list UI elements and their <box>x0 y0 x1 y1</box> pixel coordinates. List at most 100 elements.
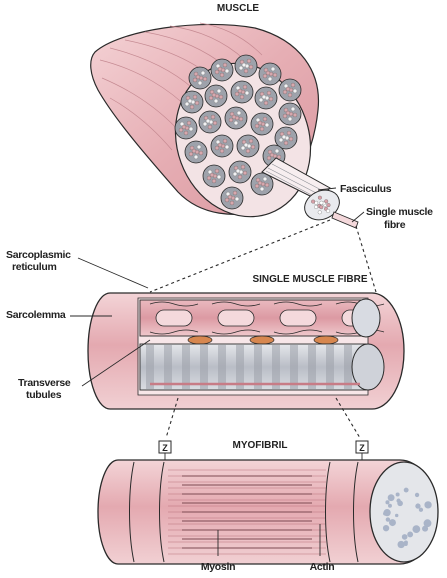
muscle-fibre-dot <box>229 200 235 206</box>
filament-dot <box>407 531 414 538</box>
fibre-dot <box>319 200 324 205</box>
filament-dot <box>397 540 405 549</box>
filament-cross-sections <box>382 487 432 549</box>
muscle-fibre-dot <box>207 124 213 130</box>
muscle-fibre-dot <box>264 122 270 128</box>
filament-dot <box>385 500 390 505</box>
muscle-fibre-dot <box>200 70 206 76</box>
muscle-fibre-dot <box>202 76 208 82</box>
muscle-fibre-dot <box>215 139 221 145</box>
z-marker-right: Z <box>355 440 369 460</box>
muscle-fibre-dot <box>246 58 252 64</box>
muscle-fibre-dot <box>241 62 247 68</box>
muscle-fibre-dot <box>259 91 265 97</box>
muscle-fibre-dot <box>254 183 260 189</box>
a-band <box>308 345 316 389</box>
muscle-fibre-dot <box>250 144 256 150</box>
sr-channel <box>211 301 261 335</box>
muscle-fibre-dot <box>225 191 231 197</box>
fibre-dot <box>317 210 322 215</box>
muscle-fibre-dot <box>231 114 237 120</box>
muscle-fibre-dot <box>205 118 211 124</box>
sr-cisterna <box>217 309 255 327</box>
muscle-fibre-dot <box>245 148 251 154</box>
muscle-fibre-dot <box>219 148 225 154</box>
muscle-fibre-dot <box>234 196 240 202</box>
a-band <box>218 345 226 389</box>
muscle-fibre-dot <box>261 94 267 100</box>
fasciculus-end <box>304 189 340 221</box>
a-band <box>200 345 208 389</box>
muscle-fibre-dot <box>288 136 294 142</box>
projection-lines-bottom <box>165 397 361 439</box>
a-band <box>182 345 190 389</box>
muscle-fibre-dot <box>248 64 254 70</box>
muscle-fibre-dot <box>292 112 298 118</box>
filament-dot <box>423 519 432 528</box>
muscle-fibre-dot <box>211 92 217 98</box>
muscle-fibre-dot <box>263 67 269 73</box>
filament-dot <box>418 507 424 512</box>
muscle-fibre-dot <box>209 89 215 95</box>
muscle-fibre-dot <box>285 86 291 92</box>
muscle-fibre-dot <box>222 138 228 144</box>
filament-dot <box>383 509 391 517</box>
muscle-fibre-dot <box>203 115 209 121</box>
muscle-fibre-dot <box>229 111 235 117</box>
filament-dot <box>403 542 408 547</box>
a-band <box>290 345 298 389</box>
muscle-fibre-dot <box>287 92 293 98</box>
muscle-fibre-dot <box>240 145 246 151</box>
filament-dot <box>412 525 421 534</box>
myofibril-section: Z Z MYOFIBRIL Myosin Actin <box>97 440 439 573</box>
muscle-fibre-dot <box>195 74 201 80</box>
muscle-fibre-dot <box>267 149 273 155</box>
muscle-section: MUSCLE Fasciculus Single muscle fibre <box>90 3 433 231</box>
filament-dot <box>388 503 392 508</box>
muscle-fibre-dot <box>188 151 194 157</box>
filament-dot <box>382 525 390 532</box>
muscle-fibre-dot <box>211 178 217 184</box>
muscle-fibre-dot <box>214 145 220 151</box>
muscle-fibre-dot <box>278 137 284 143</box>
muscle-fibre-dot <box>279 131 285 137</box>
muscle-fibre-dot <box>227 194 233 200</box>
fasciculus-leader <box>317 187 337 191</box>
upper-myofibril <box>139 298 385 338</box>
muscle-title: MUSCLE <box>217 3 260 14</box>
myosin-label: Myosin <box>201 561 235 573</box>
filament-dot <box>387 494 395 502</box>
muscle-fibre-dot <box>215 63 221 69</box>
muscle-fibre-dot <box>237 174 243 180</box>
muscle-fibre-dot <box>287 116 293 122</box>
muscle-fibre-dot <box>198 150 204 156</box>
muscle-fibre-dot <box>191 148 197 154</box>
sr-channel <box>273 301 323 335</box>
fibre-dot <box>324 199 329 204</box>
filament-dot <box>414 492 420 498</box>
filament-dot <box>395 492 400 497</box>
muscle-fibre-dot <box>286 130 292 136</box>
single-fibre-title: SINGLE MUSCLE FIBRE <box>252 274 367 285</box>
filament-dot <box>403 487 409 493</box>
fasciculus-tube <box>261 157 331 201</box>
transverse-label-line1: Transverse <box>18 377 71 389</box>
muscle-fibre-dot <box>239 59 245 65</box>
muscle-fibre-dot <box>194 100 200 106</box>
sarcoplasmic-label-line2: reticulum <box>12 261 57 273</box>
z-lines <box>129 461 359 563</box>
muscle-fibre-dot <box>216 174 222 180</box>
single-fibre-label-line1: Single muscle <box>366 206 433 218</box>
muscle-fibre-dot <box>213 98 219 104</box>
a-band <box>344 345 352 389</box>
muscle-fibre-dot <box>268 96 274 102</box>
muscle-fibre-dot <box>214 168 220 174</box>
fibre-dot <box>317 195 322 200</box>
single-fibre-strand <box>331 211 359 229</box>
filament-dot <box>423 527 428 532</box>
muscle-fibre-dot <box>184 101 190 107</box>
muscle-fibre-dot <box>206 175 212 181</box>
muscle-fibre-dot <box>241 139 247 145</box>
muscle-fibre-dot <box>262 116 268 122</box>
filament-dot <box>424 501 432 509</box>
